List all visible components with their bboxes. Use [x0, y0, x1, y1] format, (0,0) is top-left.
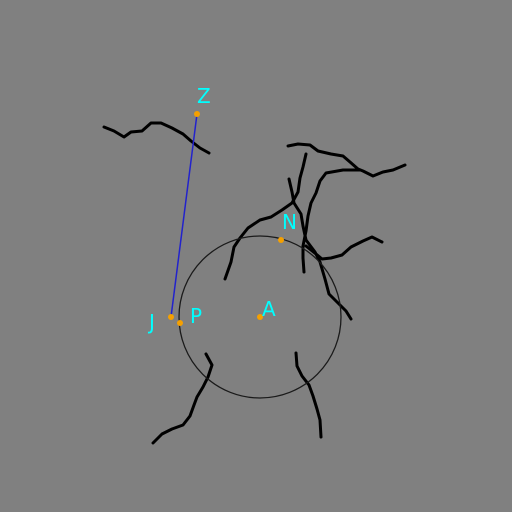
crack-right-main [301, 168, 362, 274]
label-n: N [282, 210, 297, 234]
crack-center-top [223, 152, 308, 281]
label-z: Z [197, 84, 211, 108]
crack-top-right [286, 142, 407, 178]
crack-center-branch [287, 177, 353, 321]
crack-bottom-right [294, 351, 323, 439]
crack-top-left [102, 121, 211, 155]
crack-right-branch [304, 235, 384, 261]
label-p: P [190, 304, 202, 328]
point-a [257, 314, 263, 320]
label-a: A [262, 297, 276, 321]
circle-a [178, 235, 342, 399]
point-z [194, 111, 200, 117]
point-p [177, 320, 183, 326]
label-j: J [147, 310, 155, 334]
crack-bottom-left [151, 352, 214, 445]
segment-zj [170, 113, 198, 318]
point-j [168, 314, 174, 320]
point-n [278, 237, 284, 243]
